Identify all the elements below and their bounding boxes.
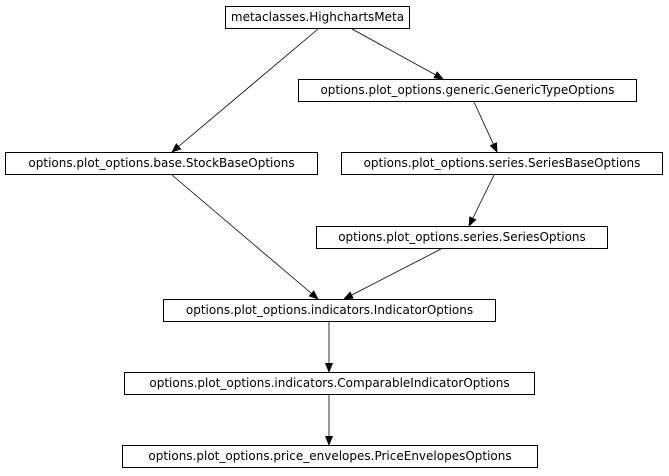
edge-series-to-indicator	[343, 248, 442, 300]
node-comparable-indicator-options: options.plot_options.indicators.Comparab…	[124, 372, 535, 395]
edge-meta-to-stockbase	[171, 28, 319, 153]
edge-generic-to-seriesbase	[473, 101, 498, 153]
edge-seriesbase-to-series	[468, 174, 495, 227]
edge-stockbase-to-indicator	[171, 174, 319, 300]
node-series-options: options.plot_options.series.SeriesOption…	[316, 226, 608, 249]
node-price-envelopes-options: options.plot_options.price_envelopes.Pri…	[122, 445, 538, 468]
node-indicator-options: options.plot_options.indicators.Indicato…	[163, 299, 496, 322]
node-stock-base-options: options.plot_options.base.StockBaseOptio…	[5, 152, 318, 175]
edge-meta-to-generic	[351, 28, 444, 80]
node-series-base-options: options.plot_options.series.SeriesBaseOp…	[341, 152, 663, 175]
node-highcharts-meta: metaclasses.HighchartsMeta	[225, 6, 410, 29]
node-generic-type-options: options.plot_options.generic.GenericType…	[298, 79, 637, 102]
